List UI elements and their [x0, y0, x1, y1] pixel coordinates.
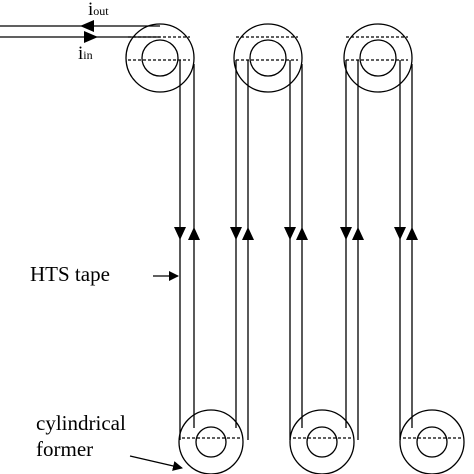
- arrow-down-icon: [174, 227, 186, 240]
- bottom-former-3: [399, 409, 465, 474]
- arrow-up-icon: [352, 227, 364, 240]
- current-in-subscript: in: [83, 48, 93, 62]
- current-in-label: iin: [78, 44, 93, 63]
- bottom-former-1: [178, 409, 244, 474]
- top-former-3: [343, 23, 413, 93]
- current-in-symbol: i: [78, 43, 84, 64]
- former-pointer: [129, 455, 183, 471]
- hts-tape-label: HTS tape: [30, 262, 110, 286]
- bottom-former-2: [289, 409, 355, 474]
- arrow-right-icon: [84, 31, 98, 43]
- former-label-line1: cylindrical: [36, 411, 126, 435]
- current-out-subscript: out: [93, 4, 109, 18]
- hts-tape-lines: [0, 25, 413, 440]
- arrow-down-icon: [284, 227, 296, 240]
- arrow-up-icon: [242, 227, 254, 240]
- cylindrical-former-label: cylindrical former: [36, 410, 126, 462]
- top-former-1: [125, 23, 195, 93]
- current-out-symbol: i: [88, 0, 94, 20]
- arrow-down-icon: [394, 227, 406, 240]
- former-label-line2: former: [36, 437, 94, 461]
- current-arrows: [80, 20, 418, 240]
- top-former-2: [233, 23, 303, 93]
- arrow-up-icon: [406, 227, 418, 240]
- pointer-arrows: [129, 271, 183, 471]
- arrow-left-icon: [80, 20, 94, 32]
- current-out-label: iout: [88, 0, 109, 19]
- arrow-up-icon: [296, 227, 308, 240]
- arrow-down-icon: [230, 227, 242, 240]
- arrow-down-icon: [340, 227, 352, 240]
- arrow-up-icon: [188, 227, 200, 240]
- former-group: [125, 23, 465, 474]
